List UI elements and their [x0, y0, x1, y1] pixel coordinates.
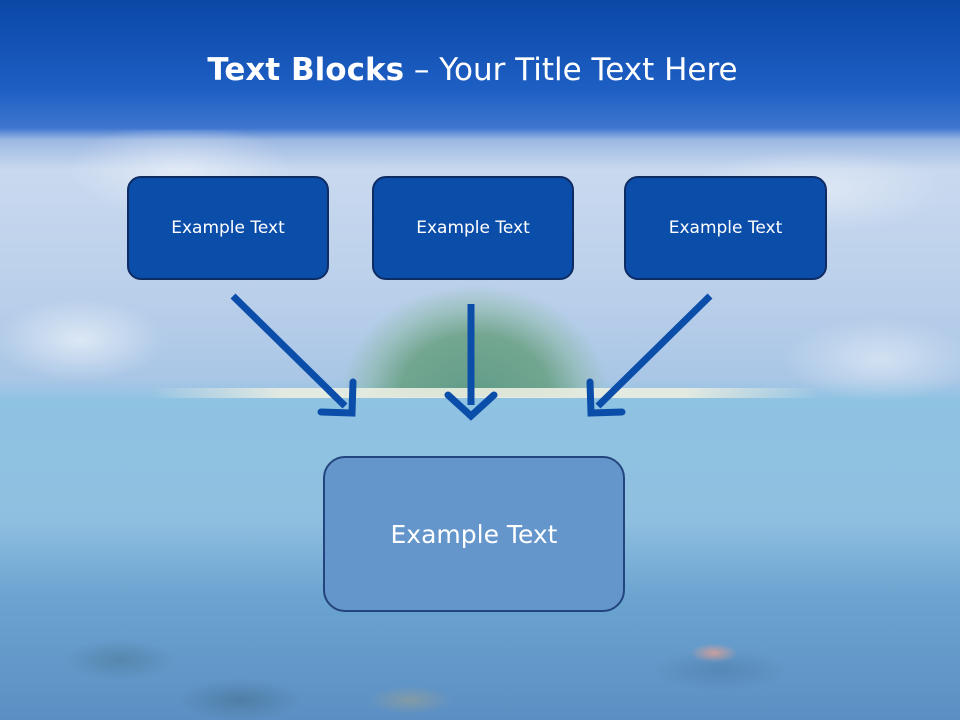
slide-title: Text Blocks – Your Title Text Here	[0, 52, 945, 88]
text-block-2[interactable]: Example Text	[372, 176, 574, 280]
text-block-main[interactable]: Example Text	[323, 456, 625, 612]
arrow-left-head	[317, 378, 357, 417]
title-rest-part: – Your Title Text Here	[404, 52, 738, 88]
title-bold-part: Text Blocks	[207, 52, 405, 88]
background-beach	[150, 388, 820, 398]
arrow-left-shaft	[230, 293, 348, 409]
text-block-1[interactable]: Example Text	[127, 176, 329, 280]
arrow-right-shaft	[595, 293, 713, 409]
background-fish	[684, 640, 744, 666]
arrow-right-head	[586, 378, 626, 417]
arrow-center-head	[444, 391, 498, 421]
text-block-3[interactable]: Example Text	[624, 176, 827, 280]
